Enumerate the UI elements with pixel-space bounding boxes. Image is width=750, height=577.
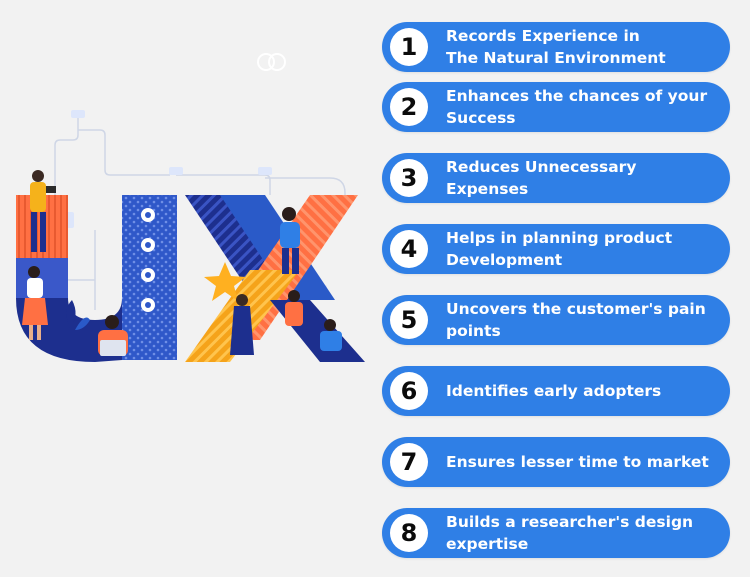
benefit-item-3: 3 Reduces Unnecessary Expenses [382, 153, 730, 203]
benefit-label: Uncovers the customer's pain points [446, 300, 706, 340]
benefit-label: Enhances the chances of your Success [446, 87, 708, 127]
benefit-number: 7 [390, 443, 428, 481]
benefit-item-5: 5 Uncovers the customer's pain points [382, 295, 730, 345]
benefit-label: Ensures lesser time to market [446, 453, 709, 471]
star-icon [204, 262, 246, 301]
benefit-label: Records Experience in The Natural Enviro… [446, 27, 666, 67]
benefit-number: 8 [390, 514, 428, 552]
benefit-label: Builds a researcher's design expertise [446, 513, 694, 553]
benefit-label: Helps in planning product Development [446, 229, 673, 269]
benefit-item-4: 4 Helps in planning product Development [382, 224, 730, 274]
benefit-label: Identifies early adopters [446, 382, 662, 400]
benefit-item-6: 6 Identifies early adopters [382, 366, 730, 416]
user-persona-icon [22, 170, 342, 356]
benefit-item-2: 2 Enhances the chances of your Success [382, 82, 730, 132]
benefit-label: Reduces Unnecessary Expenses [446, 158, 637, 198]
benefit-number: 6 [390, 372, 428, 410]
benefit-number: 1 [390, 28, 428, 66]
cloud-icon [257, 53, 286, 71]
benefit-number: 2 [390, 88, 428, 126]
benefit-item-8: 8 Builds a researcher's design expertise [382, 508, 730, 558]
ux-illustration [16, 53, 365, 362]
benefit-item-1: 1 Records Experience in The Natural Envi… [382, 22, 730, 72]
benefit-number: 3 [390, 159, 428, 197]
benefit-number: 5 [390, 301, 428, 339]
benefit-number: 4 [390, 230, 428, 268]
benefit-item-7: 7 Ensures lesser time to market [382, 437, 730, 487]
